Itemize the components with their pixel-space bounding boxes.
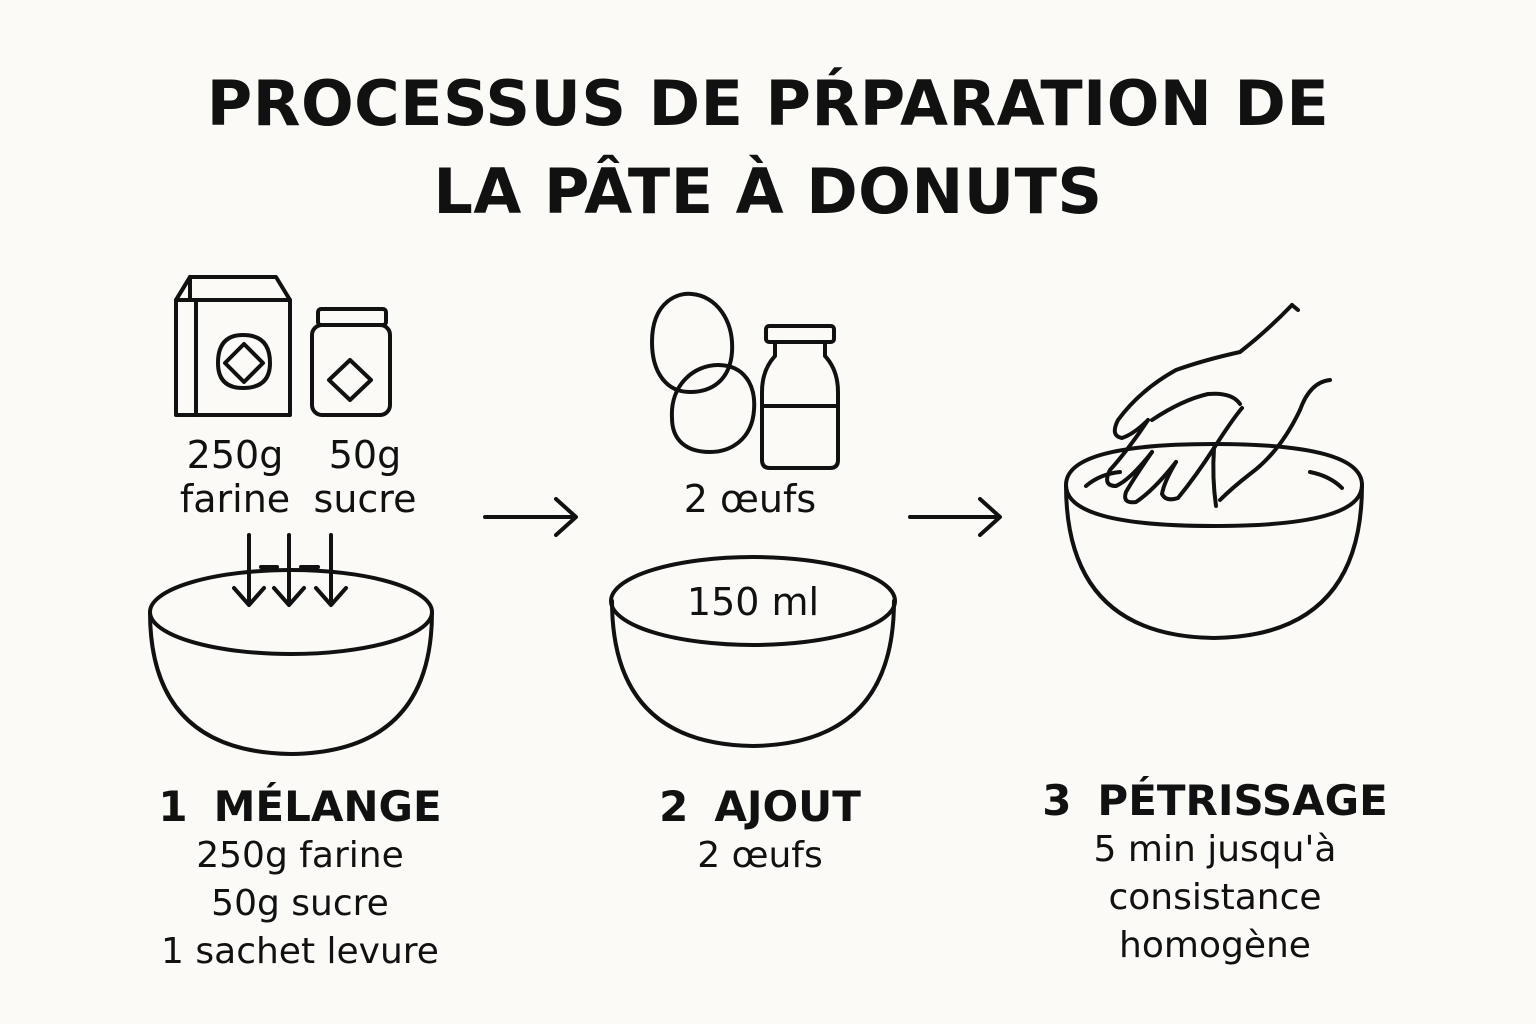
eggs-icon <box>650 291 757 454</box>
step-3-title: PÉTRISSAGE <box>1097 776 1388 825</box>
page-title: PROCESSUS DE PŔPARATION DE LA PÂTE À DON… <box>0 60 1536 236</box>
title-line-2: LA PÂTE À DONUTS <box>433 155 1103 228</box>
title-line-1: PROCESSUS DE PŔPARATION DE <box>206 67 1330 140</box>
milk-volume-label: 150 ml <box>686 580 820 624</box>
sugar-jar-icon <box>310 307 392 417</box>
sugar-name: sucre <box>313 477 417 521</box>
flour-name: farine <box>179 477 291 521</box>
step-3-heading: 3 PÉTRISSAGE <box>1000 776 1430 826</box>
step-1-detail: 50g sucre <box>211 883 389 924</box>
step-3-detail: homogène <box>1119 925 1311 966</box>
step-2-detail: 2 œufs <box>697 835 823 876</box>
sugar-qty: 50g <box>328 433 402 477</box>
kneading-hand-icon <box>1105 303 1332 508</box>
step-2-number: 2 <box>659 782 689 831</box>
step-2-title: AJOUT <box>714 782 861 831</box>
flour-bag-icon <box>174 275 292 417</box>
eggs-label: 2 œufs <box>683 477 817 521</box>
step-1-title: MÉLANGE <box>213 782 442 831</box>
step-3-number: 3 <box>1042 776 1072 825</box>
step-1-detail: 250g farine <box>196 835 404 876</box>
flour-qty: 250g <box>186 433 284 477</box>
step-3: 3 PÉTRISSAGE 5 min jusqu'à consistance ho… <box>1000 776 1430 970</box>
step-1-detail: 1 sachet levure <box>161 931 439 972</box>
flour-label: 250g farine <box>160 433 310 521</box>
sugar-label: 50g sucre <box>295 433 435 521</box>
step-1-heading: 1 MÉLANGE <box>100 782 500 832</box>
step-1: 1 MÉLANGE 250g farine 50g sucre 1 sachet … <box>100 782 500 976</box>
mixing-bowl-icon <box>609 555 897 748</box>
step-2-heading: 2 AJOUT <box>580 782 940 832</box>
mixing-bowl-icon <box>148 568 434 756</box>
step-2: 2 AJOUT 2 œufs <box>580 782 940 880</box>
mixing-bowl-icon <box>1064 442 1364 640</box>
step-3-detail: 5 min jusqu'à <box>1093 829 1337 870</box>
arrow-right-icon <box>908 497 1002 537</box>
milk-bottle-icon <box>760 324 840 470</box>
pour-arrows-icon <box>232 533 348 607</box>
arrow-right-icon <box>483 497 578 537</box>
step-1-number: 1 <box>158 782 188 831</box>
step-3-detail: consistance <box>1108 877 1322 918</box>
